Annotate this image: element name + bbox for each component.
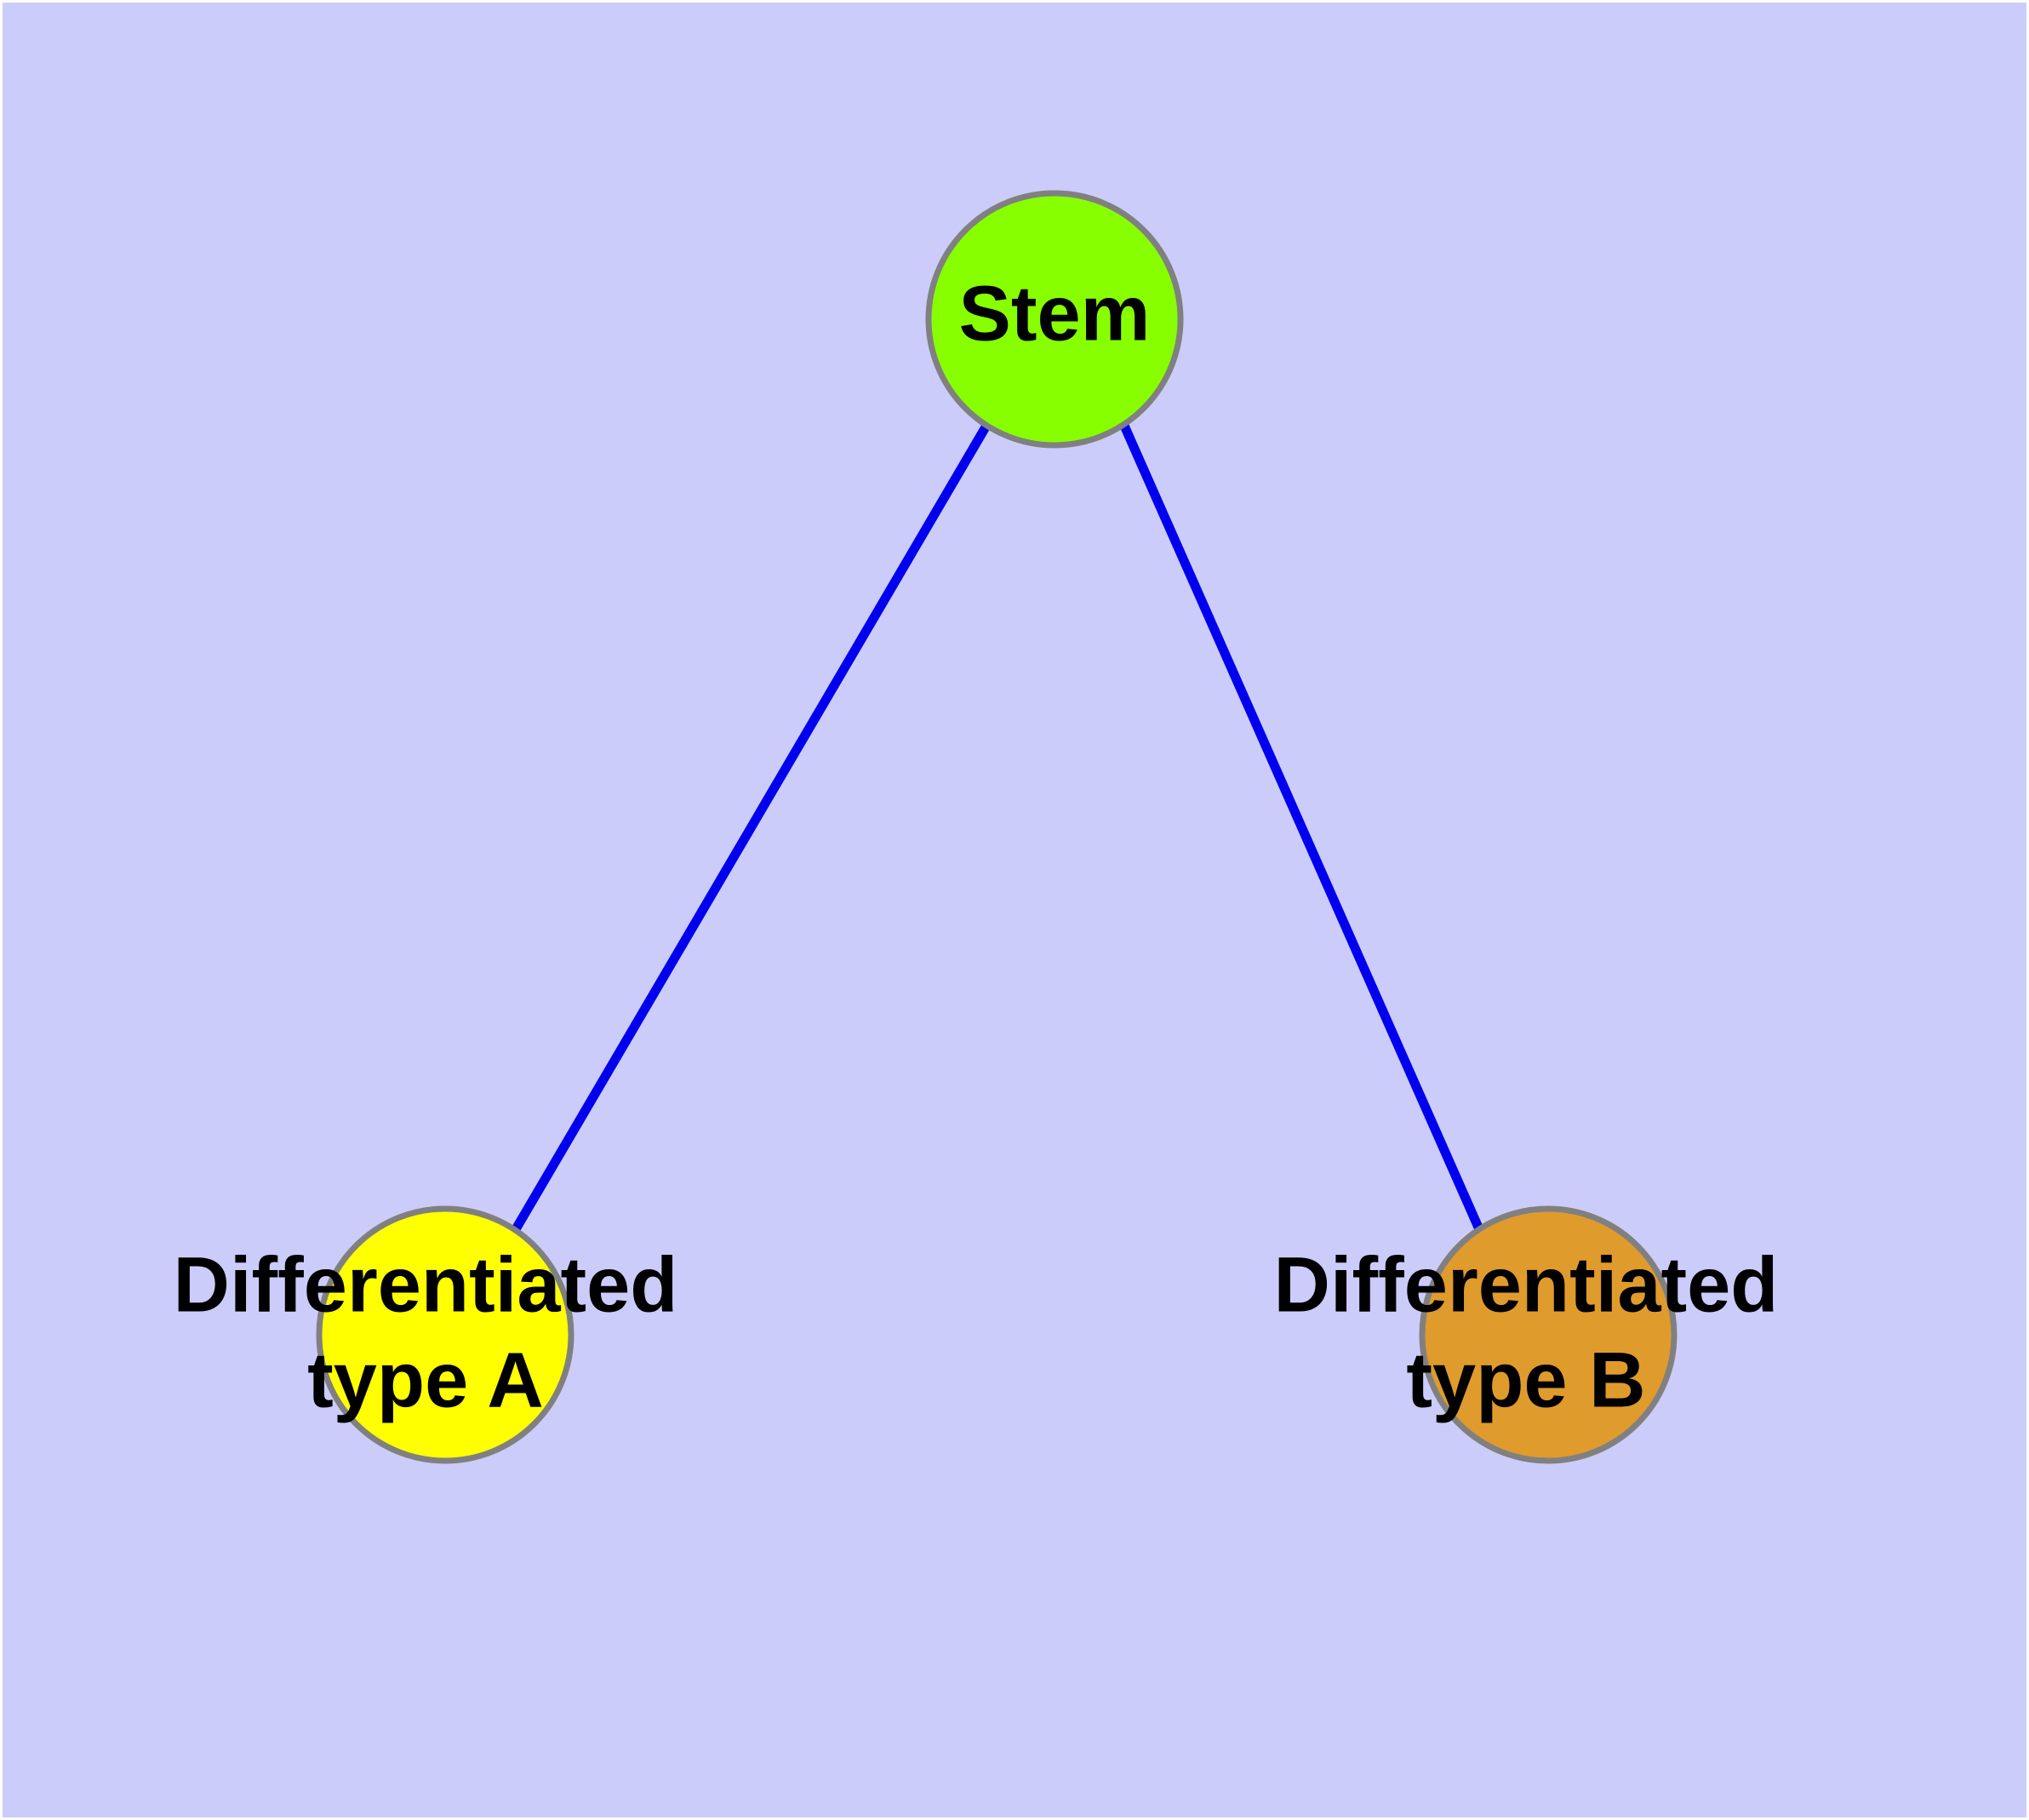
node-diff-b-label-line2: type B bbox=[1406, 1336, 1645, 1423]
node-diff-a-label-line1: Differentiated bbox=[174, 1241, 678, 1328]
node-diff-b[interactable]: Differentiated type B bbox=[1274, 1205, 1779, 1464]
edge-stem-to-diff-a[interactable] bbox=[512, 423, 991, 1232]
graph-svg: Stem Differentiated type A Differentiate… bbox=[174, 190, 1779, 1464]
node-stem-label-line1: Stem bbox=[959, 270, 1151, 357]
node-stem-circle[interactable] bbox=[925, 190, 1184, 449]
node-diff-a[interactable]: Differentiated type A bbox=[174, 1205, 678, 1464]
node-diff-b-circle[interactable] bbox=[1419, 1205, 1677, 1464]
edge-layer bbox=[512, 423, 1484, 1232]
node-diff-b-label-line1: Differentiated bbox=[1274, 1241, 1779, 1328]
node-diff-a-label-line2: type A bbox=[307, 1336, 544, 1423]
edge-stem-to-diff-b[interactable] bbox=[1119, 423, 1484, 1232]
node-stem[interactable]: Stem bbox=[925, 190, 1184, 449]
node-diff-a-circle[interactable] bbox=[316, 1205, 574, 1464]
